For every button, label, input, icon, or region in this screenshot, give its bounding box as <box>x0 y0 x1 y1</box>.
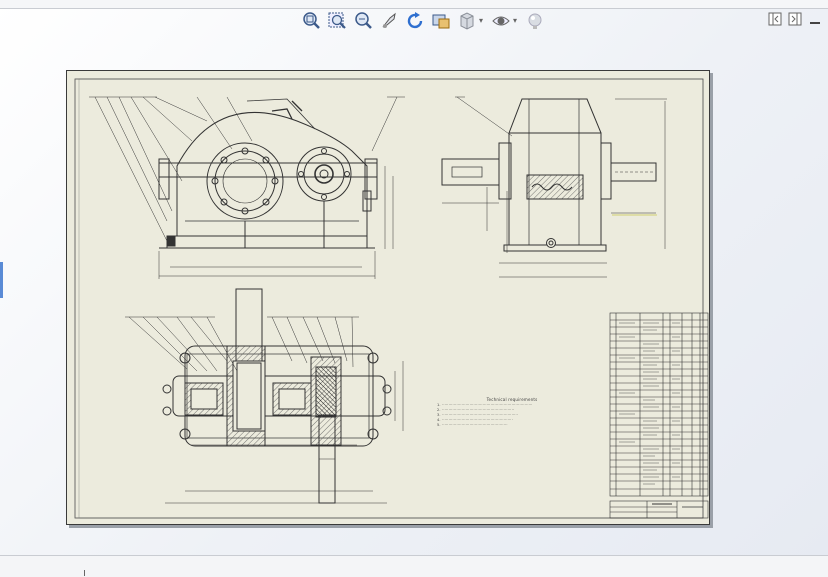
requirement-line: 5. ·····································… <box>437 423 508 427</box>
title-block <box>609 500 709 519</box>
zoom-to-area-icon[interactable] <box>326 10 348 32</box>
appearance-icon[interactable] <box>524 10 546 32</box>
drawing-canvas <box>74 78 709 519</box>
drawing-sheet[interactable]: Technical requirements 1. ··············… <box>66 70 710 525</box>
tile-right-icon[interactable] <box>788 12 802 26</box>
select-icon[interactable] <box>378 10 400 32</box>
minimize-icon[interactable] <box>808 12 822 26</box>
hide-show-items-icon[interactable] <box>490 10 512 32</box>
tile-left-icon[interactable] <box>768 12 782 26</box>
technical-requirements-title: Technical requirements <box>486 397 538 402</box>
window-top-edge <box>0 0 828 9</box>
zoom-in-out-icon[interactable] <box>352 10 374 32</box>
technical-requirements: Technical requirements 1. ··············… <box>437 397 587 428</box>
requirement-line: 4. ·····································… <box>437 418 513 422</box>
status-bar <box>0 555 828 577</box>
rotate-view-icon[interactable] <box>404 10 426 32</box>
display-style-icon[interactable] <box>456 10 478 32</box>
requirement-line: 2. ·····································… <box>437 408 515 412</box>
requirement-line: 3. ·····································… <box>437 413 519 417</box>
side-view <box>441 96 667 278</box>
hide-show-dropdown-icon[interactable]: ▾ <box>513 16 518 25</box>
zoom-to-fit-icon[interactable] <box>300 10 322 32</box>
front-view <box>89 96 405 279</box>
sheet-tab-divider <box>84 570 85 576</box>
task-pane-tab[interactable] <box>0 262 3 298</box>
window-controls <box>768 12 822 26</box>
section-view-icon[interactable] <box>430 10 452 32</box>
display-style-dropdown-icon[interactable]: ▾ <box>479 16 484 25</box>
top-view <box>125 288 404 504</box>
parts-list-table <box>609 312 709 497</box>
requirement-line: 1. ·····································… <box>437 403 533 407</box>
drawing-border <box>74 78 704 519</box>
heads-up-view-toolbar: ▾ ▾ <box>300 8 546 34</box>
